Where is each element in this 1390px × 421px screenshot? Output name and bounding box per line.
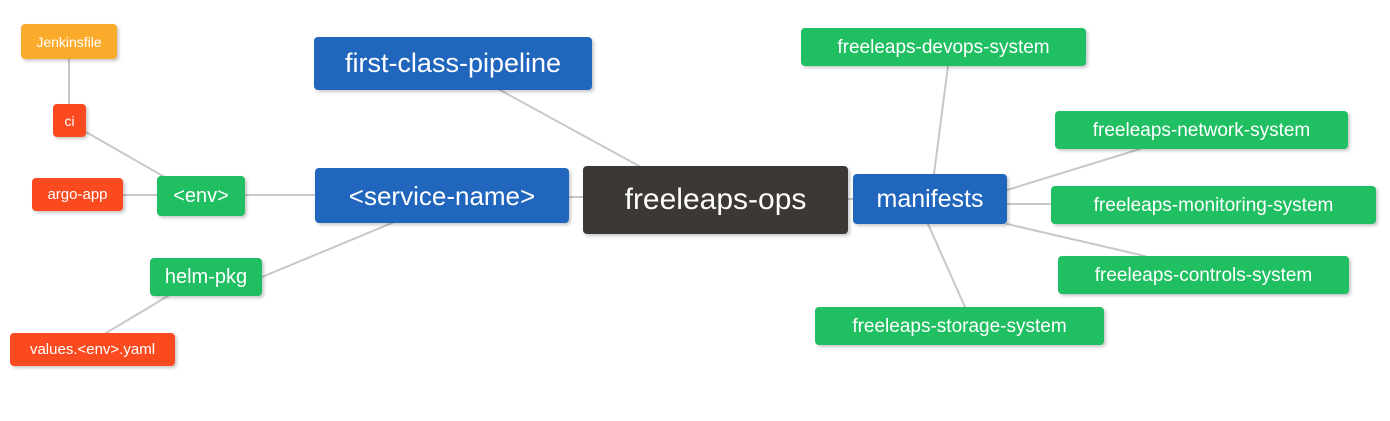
edge-first-class-pipeline-to-freeleaps-ops xyxy=(499,89,651,173)
edge-manifests-to-freeleaps-devops-system xyxy=(933,65,949,175)
node-helm-pkg[interactable]: helm-pkg xyxy=(150,258,262,296)
edge-manifests-to-freeleaps-network-system xyxy=(1006,148,1141,191)
node-label-freeleaps-devops-system: freeleaps-devops-system xyxy=(837,36,1050,58)
node-service-name[interactable]: <service-name> xyxy=(315,168,569,223)
node-label-jenkinsfile: Jenkinsfile xyxy=(36,33,102,50)
node-freeleaps-devops-system[interactable]: freeleaps-devops-system xyxy=(801,28,1086,66)
node-label-freeleaps-controls-system: freeleaps-controls-system xyxy=(1094,264,1313,286)
node-label-manifests: manifests xyxy=(876,184,984,213)
node-ci[interactable]: ci xyxy=(53,104,86,137)
node-env[interactable]: <env> xyxy=(157,176,245,216)
node-values-env-yaml[interactable]: values.<env>.yaml xyxy=(10,333,175,366)
node-label-freeleaps-monitoring-system: freeleaps-monitoring-system xyxy=(1093,194,1334,216)
node-jenkinsfile[interactable]: Jenkinsfile xyxy=(21,24,117,59)
edge-manifests-to-freeleaps-storage-system xyxy=(927,223,966,308)
node-label-ci: ci xyxy=(64,112,75,129)
node-freeleaps-network-system[interactable]: freeleaps-network-system xyxy=(1055,111,1348,149)
node-freeleaps-storage-system[interactable]: freeleaps-storage-system xyxy=(815,307,1104,345)
node-label-freeleaps-network-system: freeleaps-network-system xyxy=(1092,119,1311,141)
node-label-env: <env> xyxy=(173,185,229,207)
node-first-class-pipeline[interactable]: first-class-pipeline xyxy=(314,37,592,90)
edge-service-name-to-helm-pkg xyxy=(261,222,393,278)
node-label-freeleaps-ops: freeleaps-ops xyxy=(624,183,807,216)
node-label-helm-pkg: helm-pkg xyxy=(164,266,248,288)
node-label-service-name: <service-name> xyxy=(348,180,536,211)
edge-manifests-to-freeleaps-controls-system xyxy=(1006,223,1146,257)
node-label-freeleaps-storage-system: freeleaps-storage-system xyxy=(852,315,1067,337)
node-argo-app[interactable]: argo-app xyxy=(32,178,123,211)
edge-helm-pkg-to-values-env-yaml xyxy=(105,295,169,334)
node-freeleaps-controls-system[interactable]: freeleaps-controls-system xyxy=(1058,256,1349,294)
node-manifests[interactable]: manifests xyxy=(853,174,1007,224)
node-freeleaps-monitoring-system[interactable]: freeleaps-monitoring-system xyxy=(1051,186,1376,224)
node-freeleaps-ops[interactable]: freeleaps-ops xyxy=(583,166,848,234)
node-label-argo-app: argo-app xyxy=(47,186,108,203)
node-label-values-env-yaml: values.<env>.yaml xyxy=(29,341,156,358)
node-label-first-class-pipeline: first-class-pipeline xyxy=(344,48,562,78)
